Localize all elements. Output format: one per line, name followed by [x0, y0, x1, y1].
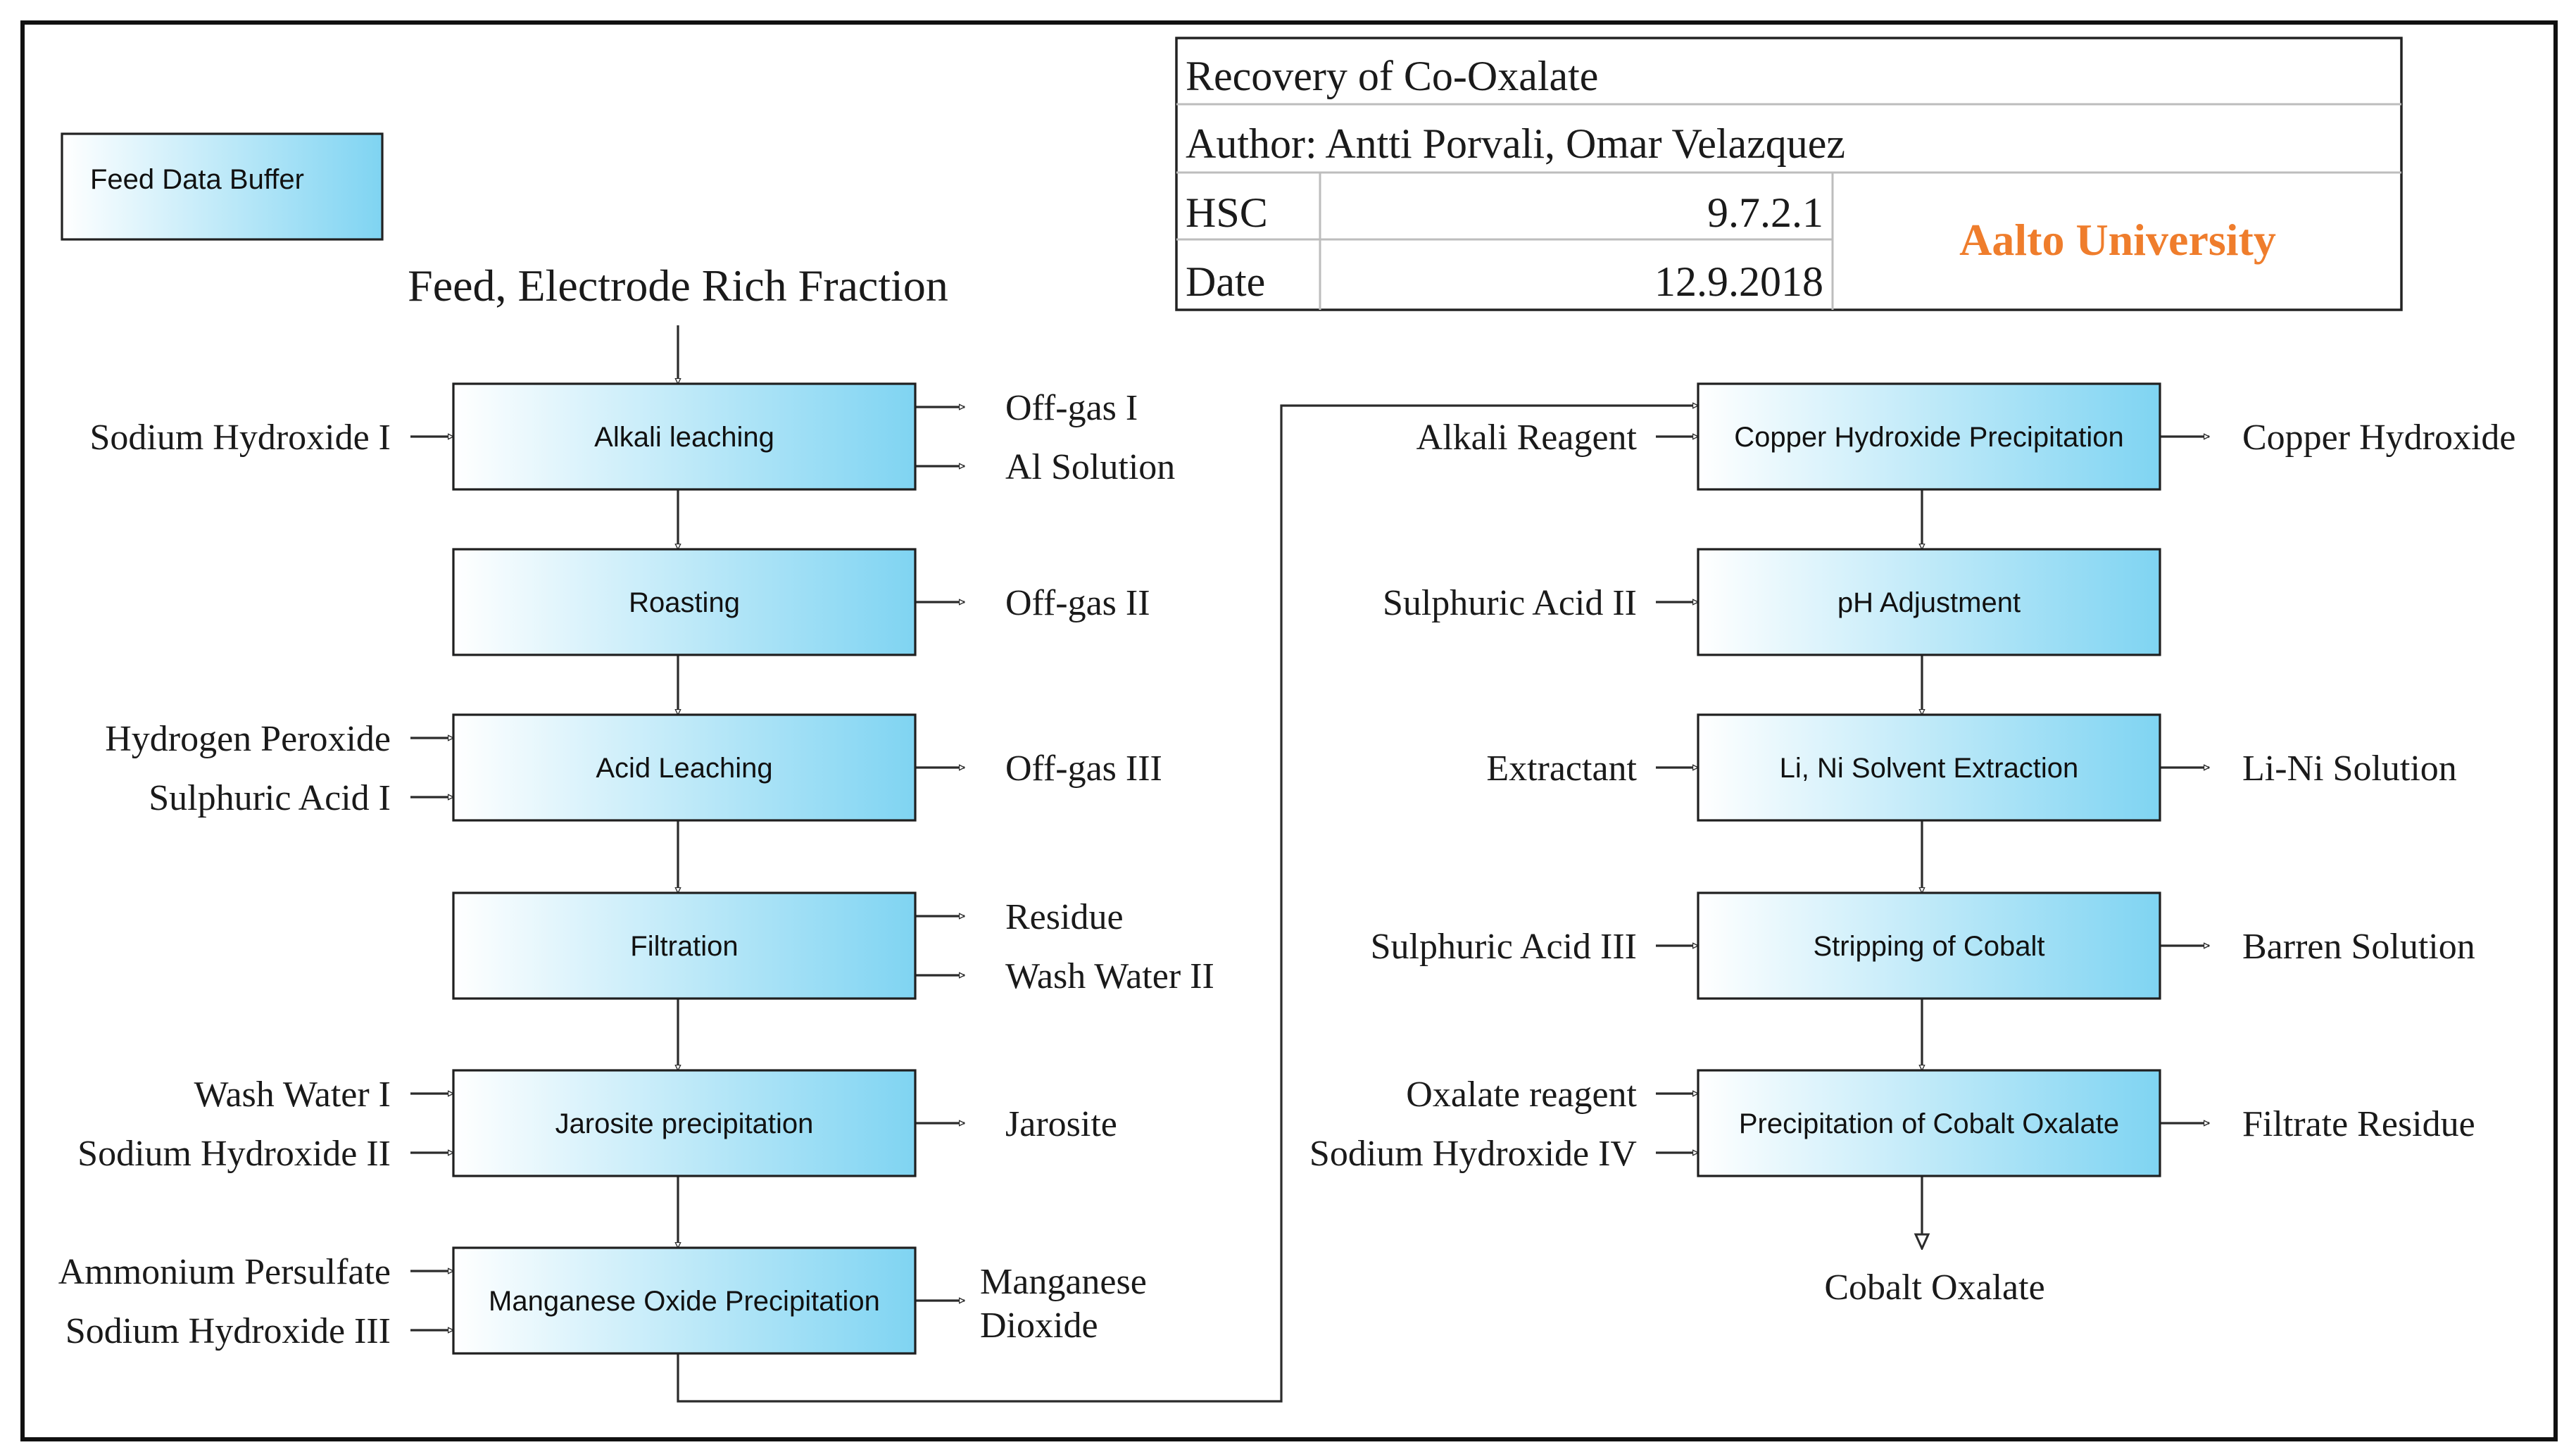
unit-label-precipitation-of-cobalt-oxalate: Precipitation of Cobalt Oxalate — [1739, 1108, 2119, 1139]
output-label-dioxide: Dioxide — [980, 1306, 1098, 1346]
output-label-jarosite: Jarosite — [1005, 1104, 1117, 1144]
title-block: Recovery of Co-Oxalate Author: Antti Por… — [1175, 37, 2403, 311]
input-label-sodium-hydroxide-iv: Sodium Hydroxide IV — [1309, 1134, 1637, 1174]
input-label-sodium-hydroxide-iii: Sodium Hydroxide III — [65, 1311, 391, 1351]
stream-labels: Sodium Hydroxide I Off-gas I Al SolutionOf… — [58, 388, 2516, 1351]
output-label-manganese: Manganese — [980, 1262, 1147, 1302]
input-label-oxalate-reagent: Oxalate reagent — [1406, 1075, 1637, 1115]
unit-box-ph-adjustment — [1697, 548, 2161, 656]
unit-label-li-ni-solvent-extraction: Li, Ni Solvent Extraction — [1780, 753, 2079, 784]
unit-label-alkali-leaching: Alkali leaching — [594, 422, 774, 453]
unit-label-acid-leaching: Acid Leaching — [596, 753, 772, 784]
date-value: 12.9.2018 — [1654, 258, 1823, 305]
output-label-off-gas-ii: Off-gas II — [1005, 583, 1150, 623]
feed-label: Feed, Electrode Rich Fraction — [408, 261, 948, 311]
unit-label-jarosite-precipitation: Jarosite precipitation — [555, 1108, 814, 1139]
input-label-wash-water-i: Wash Water I — [194, 1075, 391, 1115]
hsc-label: HSC — [1186, 189, 1268, 236]
input-label-ammonium-persulfate: Ammonium Persulfate — [58, 1252, 391, 1292]
unit-box-roasting — [452, 548, 917, 656]
unit-box-jarosite-precipitation — [452, 1069, 917, 1177]
output-label-off-gas-i: Off-gas I — [1005, 388, 1138, 428]
unit-label-roasting: Roasting — [629, 587, 740, 618]
diagram-title: Recovery of Co-Oxalate — [1186, 53, 1598, 99]
flow-lines — [410, 325, 2209, 1403]
input-label-sulphuric-acid-i: Sulphuric Acid I — [149, 778, 391, 818]
unit-box-manganese-oxide-precipitation — [452, 1246, 917, 1355]
unit-label-filtration: Filtration — [630, 931, 738, 962]
legend-swatch — [61, 132, 384, 241]
unit-label-copper-hydroxide-precipitation: Copper Hydroxide Precipitation — [1734, 422, 2124, 453]
hsc-version: 9.7.2.1 — [1707, 189, 1823, 236]
output-label-wash-water-ii: Wash Water II — [1005, 956, 1214, 996]
output-label-al-solution: Al Solution — [1005, 447, 1175, 487]
unit-label-stripping-of-cobalt: Stripping of Cobalt — [1813, 931, 2044, 962]
crossover-stream — [677, 406, 1698, 1403]
unit-box-precipitation-of-cobalt-oxalate — [1697, 1069, 2161, 1177]
author-line: Author: Antti Porvali, Omar Velazquez — [1186, 120, 1845, 167]
output-label-copper-hydroxide: Copper Hydroxide — [2242, 418, 2515, 458]
input-label-extractant: Extractant — [1486, 749, 1637, 789]
input-label-sulphuric-acid-ii: Sulphuric Acid II — [1383, 583, 1637, 623]
input-label-sodium-hydroxide-ii: Sodium Hydroxide II — [77, 1134, 391, 1174]
final-product-label: Cobalt Oxalate — [1824, 1268, 2044, 1308]
output-label-residue: Residue — [1005, 897, 1124, 937]
date-label: Date — [1186, 258, 1265, 305]
unit-label-manganese-oxide-precipitation: Manganese Oxide Precipitation — [489, 1286, 880, 1317]
output-label-barren-solution: Barren Solution — [2242, 927, 2475, 967]
legend: Feed Data Buffer — [61, 132, 384, 241]
organization-name: Aalto University — [1959, 215, 2276, 265]
input-label-sodium-hydroxide-i: Sodium Hydroxide I — [89, 418, 391, 458]
unit-label-ph-adjustment: pH Adjustment — [1837, 587, 2021, 618]
unit-box-filtration — [452, 891, 917, 1000]
unit-box-li-ni-solvent-extraction — [1697, 713, 2161, 822]
outer-frame — [20, 20, 2558, 1441]
output-label-off-gas-iii: Off-gas III — [1005, 749, 1162, 789]
input-label-alkali-reagent: Alkali Reagent — [1416, 418, 1638, 458]
title-block-border — [1175, 37, 2403, 311]
output-label-filtrate-residue: Filtrate Residue — [2242, 1104, 2475, 1144]
unit-box-acid-leaching — [452, 713, 917, 822]
unit-box-stripping-of-cobalt — [1697, 891, 2161, 1000]
legend-label: Feed Data Buffer — [90, 164, 304, 195]
unit-box-copper-hydroxide-precipitation — [1697, 382, 2161, 491]
unit-box-alkali-leaching — [452, 382, 917, 491]
input-label-sulphuric-acid-iii: Sulphuric Acid III — [1371, 927, 1637, 967]
input-label-hydrogen-peroxide: Hydrogen Peroxide — [105, 719, 391, 759]
output-label-li-ni-solution: Li-Ni Solution — [2242, 749, 2457, 789]
